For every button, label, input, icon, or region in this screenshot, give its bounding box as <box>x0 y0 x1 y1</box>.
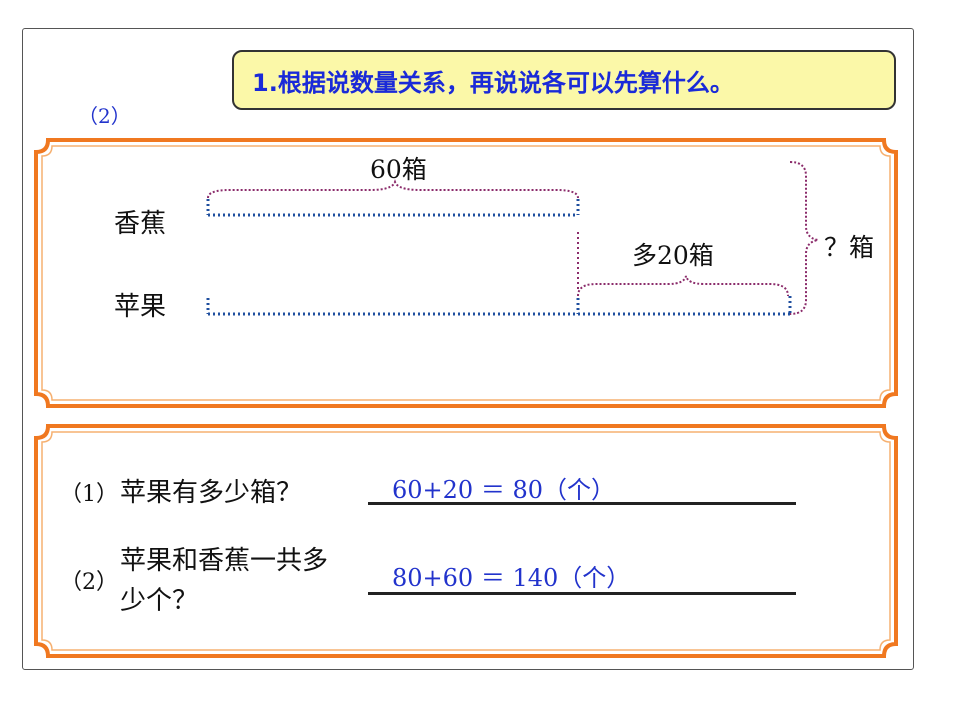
apple-label: 苹果 <box>114 292 167 322</box>
answer-line-1 <box>368 502 796 505</box>
title-banner: 1.根据说数量关系，再说说各可以先算什么。 <box>232 50 896 110</box>
banana-amount: 60箱 <box>370 155 427 184</box>
banana-label: 香蕉 <box>114 209 167 239</box>
question-2-number: （2） <box>60 570 118 595</box>
top-panel <box>34 138 898 408</box>
question-2-answer: 80+60 ＝ 140（个） <box>392 564 631 592</box>
apple-segment <box>206 296 792 316</box>
total-brace <box>789 161 819 315</box>
extra-brace <box>577 275 789 297</box>
banana-brace <box>207 179 579 199</box>
question-2-text-line2: 少个？ <box>120 586 199 616</box>
title-text: 1.根据说数量关系，再说说各可以先算什么。 <box>252 68 734 97</box>
question-2-text-line1: 苹果和香蕉一共多 <box>120 546 329 576</box>
total-label: ？箱 <box>824 233 875 262</box>
part-label: （2） <box>78 104 131 128</box>
bottom-panel <box>34 424 898 658</box>
slide-frame <box>22 28 914 670</box>
question-1-answer: 60+20 ＝ 80（个） <box>392 476 615 504</box>
answer-line-2 <box>368 592 796 595</box>
extra-amount: 多20箱 <box>632 241 714 270</box>
banana-segment <box>206 199 580 217</box>
question-1-text: 苹果有多少箱？ <box>120 478 303 508</box>
question-1-number: （1） <box>60 482 118 507</box>
